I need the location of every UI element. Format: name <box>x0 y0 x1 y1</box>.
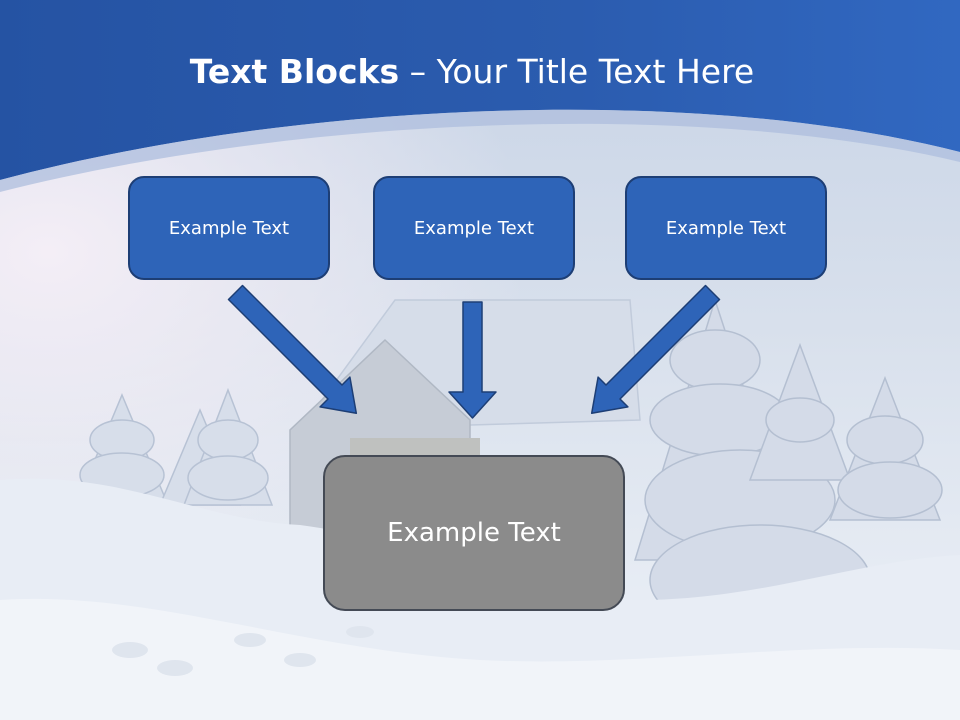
text-block-1[interactable]: Example Text <box>128 176 330 280</box>
text-block-2[interactable]: Example Text <box>373 176 575 280</box>
text-block-3[interactable]: Example Text <box>625 176 827 280</box>
title-dash: – <box>399 52 437 91</box>
arrow-left-shape <box>227 284 358 415</box>
title-rest: Your Title Text Here <box>436 52 755 91</box>
trees-left <box>74 387 274 506</box>
arrow-middle-shape <box>448 301 497 419</box>
header-curve-highlight <box>0 109 960 192</box>
header-band <box>0 0 960 180</box>
title-bold: Text Blocks <box>189 52 400 91</box>
snow-foreground <box>0 598 960 720</box>
arrow-right-shape <box>590 284 721 415</box>
slide-title: Text Blocks – Your Title Text Here <box>0 52 944 91</box>
footprints <box>112 626 374 676</box>
text-block-target[interactable]: Example Text <box>323 455 625 611</box>
